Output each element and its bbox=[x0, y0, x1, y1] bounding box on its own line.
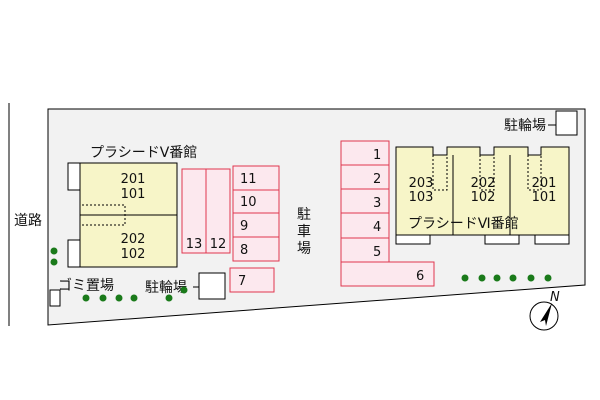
shrub bbox=[493, 274, 501, 282]
bicycle-parking-s-label: 駐輪場 bbox=[145, 279, 187, 296]
unit-number: 201 bbox=[532, 176, 557, 191]
unit-number: 201 bbox=[121, 172, 146, 187]
parking-slot-number: 13 bbox=[186, 237, 203, 252]
shrub bbox=[509, 274, 517, 282]
parking-slot-number: 8 bbox=[240, 243, 248, 258]
shrub bbox=[50, 258, 58, 266]
parking-slot bbox=[340, 261, 435, 287]
building-vi: 203 103 202 102 201 101 プラシードⅥ番館 bbox=[395, 146, 570, 245]
parking-label-char: 車 bbox=[297, 223, 311, 240]
unit-number: 102 bbox=[471, 190, 496, 205]
garbage-label: ゴミ置場 bbox=[58, 277, 114, 294]
parking-slot bbox=[340, 237, 390, 263]
shrub bbox=[544, 274, 552, 282]
building-v-balcony-upper bbox=[67, 162, 81, 191]
building-vi-balcony bbox=[484, 234, 520, 245]
parking-slot bbox=[181, 168, 207, 254]
bicycle-parking-s-box bbox=[198, 272, 226, 300]
parking-slot-number: 5 bbox=[373, 245, 381, 260]
road-label: 道路 bbox=[14, 213, 42, 229]
building-vi-stair-outline bbox=[479, 155, 495, 191]
parking-slot-number: 11 bbox=[240, 172, 257, 187]
shrub bbox=[115, 294, 123, 302]
parking-east: 1 2 3 4 5 6 bbox=[340, 140, 435, 287]
garbage-box bbox=[49, 289, 61, 307]
unit-number: 102 bbox=[121, 247, 146, 262]
shrub bbox=[50, 247, 58, 255]
parking-label-char: 駐 bbox=[297, 207, 311, 223]
parking-slot bbox=[340, 188, 390, 214]
shrub bbox=[82, 294, 90, 302]
parking-slot-number: 2 bbox=[373, 172, 381, 187]
building-vi-stair-outline bbox=[527, 155, 542, 191]
parking-slot-number: 3 bbox=[373, 196, 381, 211]
building-v-stair-outline bbox=[82, 204, 126, 226]
shrub bbox=[180, 286, 188, 294]
parking-slot bbox=[340, 212, 390, 239]
building-v: プラシードⅤ番館 201 101 202 102 bbox=[67, 144, 197, 268]
unit-number: 101 bbox=[121, 187, 146, 202]
building-vi-body bbox=[395, 146, 570, 236]
bicycle-parking-ne-label: 駐輪場 bbox=[504, 117, 546, 134]
building-vi-stair-outline bbox=[432, 155, 448, 191]
parking-slot bbox=[232, 165, 280, 191]
parking-slot bbox=[232, 212, 280, 238]
parking-slot-number: 9 bbox=[240, 219, 248, 234]
parking-slot bbox=[205, 168, 231, 254]
unit-number: 202 bbox=[121, 232, 146, 247]
parking-slot-number: 4 bbox=[373, 220, 381, 235]
parking-slot bbox=[232, 236, 280, 262]
parking-slot-number: 7 bbox=[238, 274, 246, 289]
bicycle-parking-ne-box bbox=[555, 110, 578, 136]
unit-number: 101 bbox=[532, 190, 557, 205]
building-v-name: プラシードⅤ番館 bbox=[90, 144, 197, 161]
shrub bbox=[130, 294, 138, 302]
shrub bbox=[478, 274, 486, 282]
shrub bbox=[99, 294, 107, 302]
shrub bbox=[461, 274, 469, 282]
building-vi-balcony bbox=[395, 234, 431, 245]
building-vi-balcony bbox=[534, 234, 570, 245]
parking-label-char: 場 bbox=[297, 241, 311, 257]
parking-slot-number: 12 bbox=[210, 237, 227, 252]
building-vi-name: プラシードⅥ番館 bbox=[408, 215, 519, 232]
shrubs bbox=[50, 247, 552, 302]
shrub bbox=[527, 274, 535, 282]
north-label: N bbox=[550, 290, 560, 305]
parking-slot bbox=[340, 164, 390, 190]
north-arrow-needle bbox=[540, 303, 552, 326]
parking-slot-number: 6 bbox=[416, 269, 424, 284]
building-v-balcony-lower bbox=[67, 239, 81, 268]
shrub bbox=[165, 294, 173, 302]
unit-number: 202 bbox=[471, 176, 496, 191]
parking-slot-number: 1 bbox=[373, 148, 381, 163]
north-arrow: N bbox=[529, 290, 560, 331]
parking-slot-number: 10 bbox=[240, 195, 257, 210]
parking-west: 13 12 11 10 9 8 7 bbox=[181, 165, 280, 293]
parking-slot bbox=[340, 140, 390, 166]
parking-slot bbox=[229, 267, 275, 293]
unit-number: 203 bbox=[409, 176, 434, 191]
unit-number: 103 bbox=[409, 190, 434, 205]
